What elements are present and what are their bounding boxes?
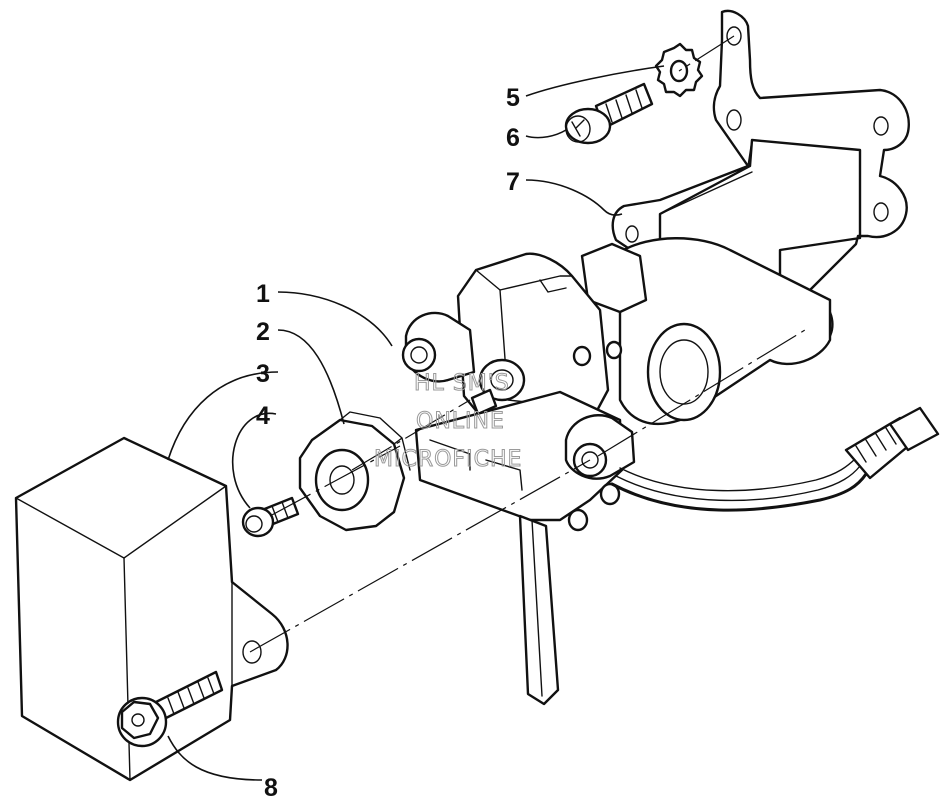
part-6-screw (564, 82, 654, 145)
watermark-line-2: ONLINE (416, 409, 505, 434)
part-2-rotor (298, 411, 411, 532)
watermark-line-1: HL SM'S (414, 371, 510, 396)
callout-label-3: 3 (256, 360, 270, 388)
callout-label-6: 6 (506, 124, 520, 152)
callout-label-4: 4 (256, 402, 270, 430)
wire-harness (610, 406, 940, 512)
callout-label-7: 7 (506, 168, 520, 196)
watermark-line-3: MICROFICHE (374, 447, 522, 472)
callout-label-5: 5 (506, 84, 520, 112)
callout-label-2: 2 (256, 318, 270, 346)
part-8-flange-bolt (116, 670, 224, 748)
leader-lines (167, 65, 665, 781)
callout-labels: 1 2 3 4 5 6 7 8 (256, 84, 520, 802)
part-4-small-bolt (241, 496, 300, 538)
part-5-lock-washer (654, 42, 704, 98)
callout-label-8: 8 (264, 774, 278, 802)
solenoid-body (580, 237, 832, 426)
watermark: HL SM'S ONLINE MICROFICHE (374, 371, 522, 473)
part-3-cover (14, 436, 289, 782)
assembly-axis-lines (249, 35, 806, 653)
part-1-sensor-housing (401, 252, 636, 706)
callout-label-1: 1 (256, 280, 270, 308)
